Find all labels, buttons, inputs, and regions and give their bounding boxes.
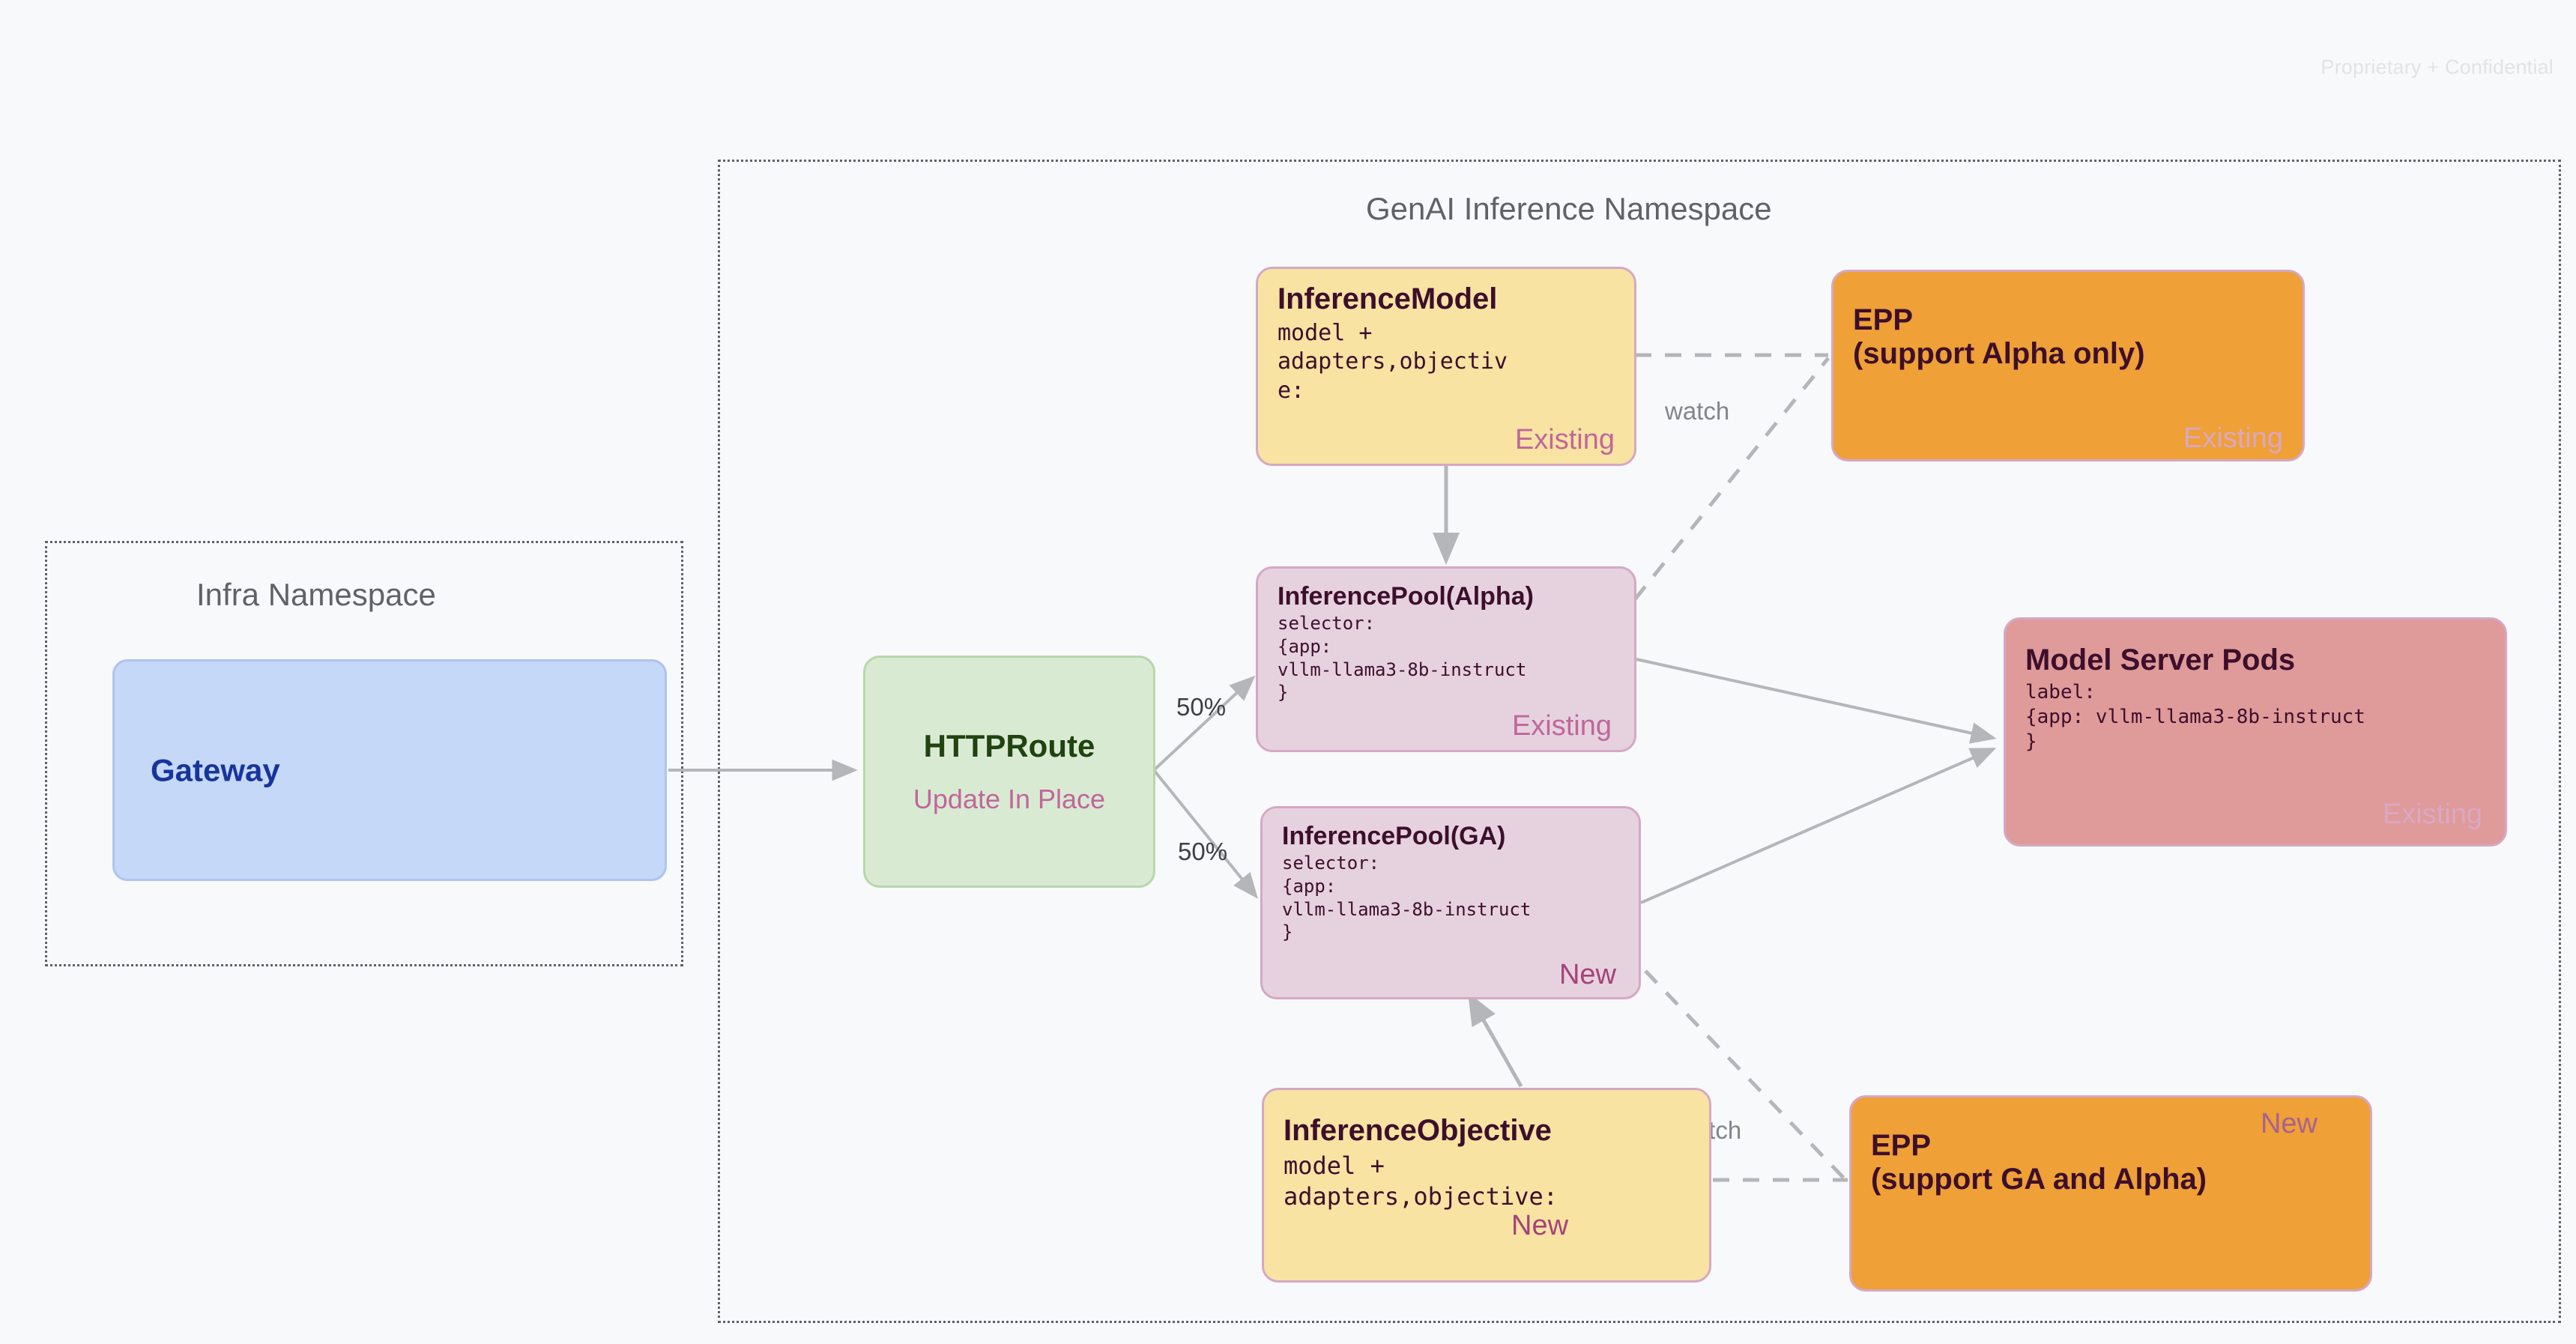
node-inference-objective[interactable]: InferenceObjective model + adapters,obje… (1262, 1088, 1711, 1283)
node-inference-model-spec: model + adapters,objectiv e: (1278, 319, 1508, 404)
node-inference-model-status: Existing (1514, 424, 1615, 455)
node-inference-model[interactable]: InferenceModel model + adapters,objectiv… (1256, 267, 1636, 466)
infra-namespace-container (45, 541, 683, 966)
infra-namespace-title: Infra Namespace (196, 577, 436, 612)
node-httproute-status: Update In Place (913, 783, 1106, 814)
confidential-note: Proprietary + Confidential (2320, 55, 2554, 79)
node-model-server-pods-title: Model Server Pods (2025, 644, 2296, 676)
node-gateway-title: Gateway (151, 752, 280, 788)
genai-namespace-container (718, 160, 2561, 1323)
edge-label-split-bottom: 50% (1178, 838, 1228, 865)
edge-label-split-top: 50% (1176, 693, 1227, 721)
node-inference-pool-ga-title: InferencePool(GA) (1282, 822, 1506, 850)
node-inference-objective-title: InferenceObjective (1284, 1114, 1552, 1147)
node-inference-pool-alpha-status: Existing (1511, 710, 1612, 742)
node-epp-alpha-title: EPP (support Alpha only) (1853, 303, 2145, 370)
edge-label-watch-top: watch (1665, 397, 1730, 425)
node-inference-pool-ga-status: New (1558, 959, 1616, 990)
node-inference-objective-status: New (1511, 1210, 1569, 1241)
node-epp-ga-status: New (2260, 1108, 2318, 1139)
node-inference-objective-spec: model + adapters,objective: (1284, 1151, 1558, 1211)
node-inference-pool-ga-spec: selector: {app: vllm-llama3-8b-instruct … (1282, 853, 1532, 943)
node-inference-pool-alpha-title: InferencePool(Alpha) (1278, 582, 1534, 611)
node-model-server-pods-spec: label: {app: vllm-llama3-8b-instruct } (2025, 680, 2365, 754)
node-epp-ga-title: EPP (support GA and Alpha) (1871, 1129, 2207, 1196)
genai-namespace-title: GenAI Inference Namespace (1366, 191, 1772, 226)
node-model-server-pods-status: Existing (2382, 799, 2482, 830)
node-gateway[interactable]: Gateway (112, 659, 667, 881)
node-inference-pool-alpha-spec: selector: {app: vllm-llama3-8b-instruct … (1278, 613, 1527, 703)
node-inference-pool-ga[interactable]: InferencePool(GA) selector: {app: vllm-l… (1260, 806, 1641, 999)
node-httproute[interactable]: HTTPRoute Update In Place (863, 656, 1155, 888)
node-inference-pool-alpha[interactable]: InferencePool(Alpha) selector: {app: vll… (1256, 566, 1636, 752)
node-inference-model-title: InferenceModel (1278, 282, 1498, 315)
node-epp-alpha[interactable]: EPP (support Alpha only) Existing (1831, 270, 2305, 461)
node-httproute-title: HTTPRoute (923, 728, 1095, 764)
node-epp-alpha-status: Existing (2183, 423, 2283, 454)
node-model-server-pods[interactable]: Model Server Pods label: {app: vllm-llam… (2004, 617, 2507, 847)
node-epp-ga[interactable]: EPP (support GA and Alpha) New (1849, 1095, 2372, 1292)
